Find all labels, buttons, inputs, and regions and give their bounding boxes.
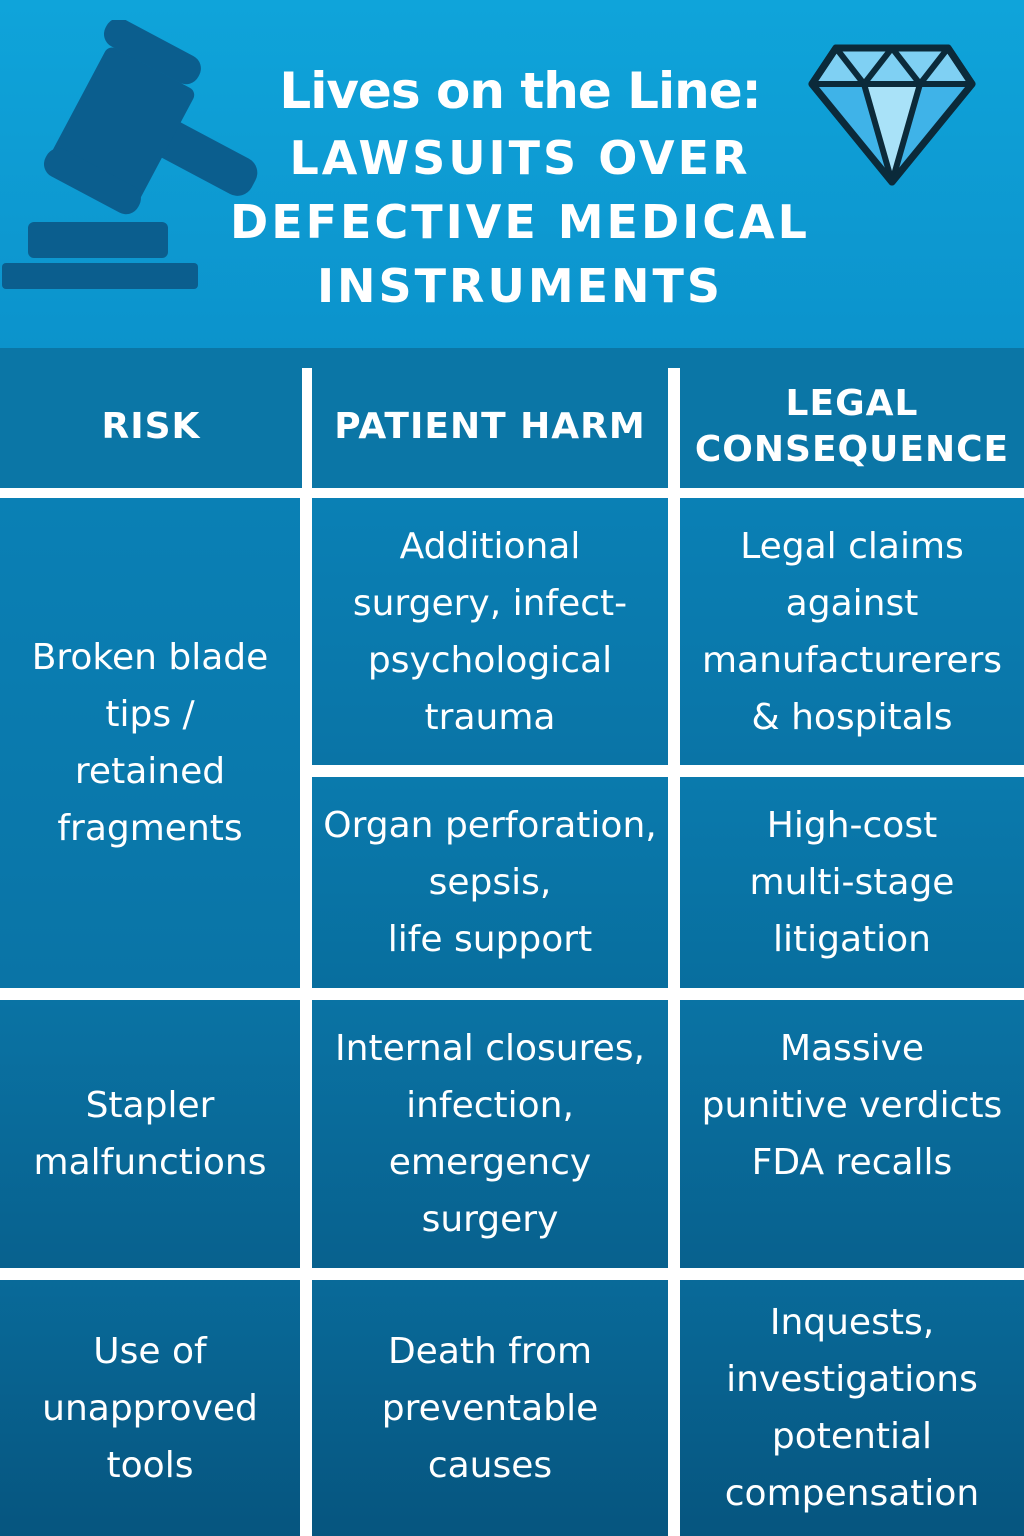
subtitle-line: LAWSUITS OVER (289, 131, 751, 185)
consequence-cell: High-cost multi-stage litigation (680, 777, 1024, 988)
column-header-legal-consequence: LEGAL CONSEQUENCE (680, 368, 1024, 486)
gavel-icon (2, 20, 258, 289)
subtitle-line: INSTRUMENTS (316, 259, 724, 313)
harm-cell: Death from preventable causes (312, 1280, 668, 1536)
risk-cell: Broken blade tips / retained fragments (0, 498, 300, 988)
diamond-icon (808, 44, 976, 186)
risk-cell: Use of unapproved tools (0, 1280, 300, 1536)
consequence-cell: Legal claims against manufacturerers & h… (680, 498, 1024, 765)
consequence-cell: Massive punitive verdicts FDA recalls (680, 1000, 1024, 1268)
subtitle-line: DEFECTIVE MEDICAL (230, 195, 810, 249)
risk-cell: Stapler malfunctions (0, 1000, 300, 1268)
column-header-risk: RISK (0, 368, 302, 486)
column-divider (302, 368, 312, 488)
harm-cell: Organ perforation, sepsis, life support (312, 777, 668, 988)
column-divider (668, 368, 680, 488)
page-title: Lives on the Line: (279, 62, 761, 120)
header-banner: Lives on the Line: LAWSUITS OVER DEFECTI… (0, 0, 1024, 348)
page-subtitle: LAWSUITS OVER DEFECTIVE MEDICAL INSTRUME… (220, 126, 820, 318)
harm-cell: Internal closures, infection, emergency … (312, 1000, 668, 1268)
consequence-cell: Inquests, investigations potential compe… (680, 1280, 1024, 1536)
harm-cell: Additional surgery, infect- psychologica… (312, 498, 668, 765)
title-block: Lives on the Line: LAWSUITS OVER DEFECTI… (220, 58, 820, 318)
column-header-patient-harm: PATIENT HARM (312, 368, 668, 486)
